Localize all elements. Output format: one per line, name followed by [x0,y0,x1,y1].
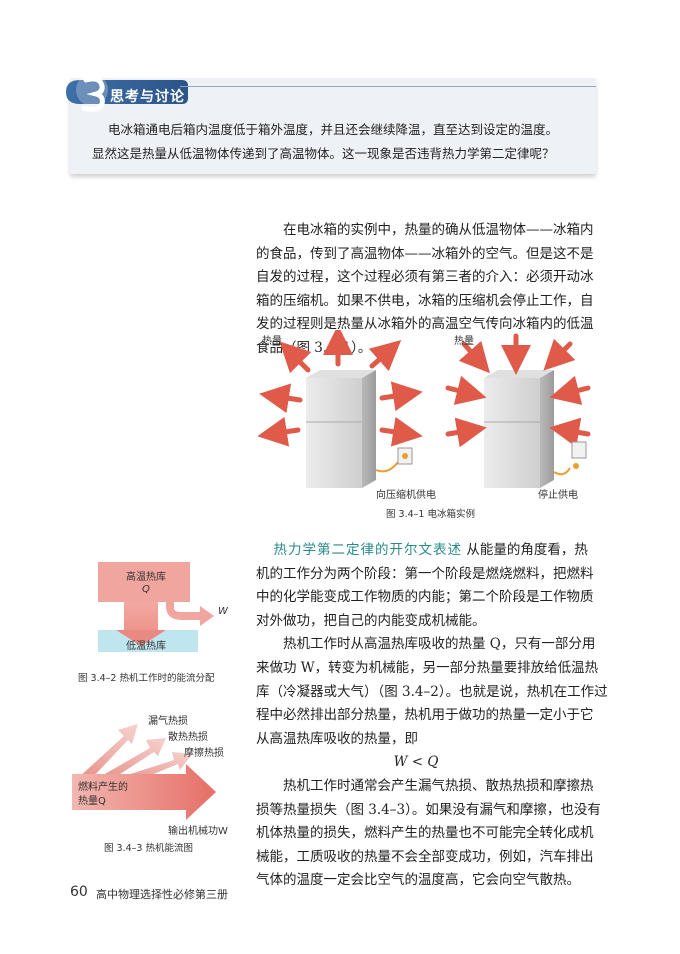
discussion-badge-icon [66,74,188,112]
discussion-title: 思考与讨论 [110,89,185,105]
discussion-line-1: 电冰箱通电后箱内温度低于箱外温度，并且还会继续降温，直至达到设定的温度。 [108,122,559,137]
section-line: 从能量的角度看，热 [462,542,588,558]
inequality-formula: W < Q [393,754,439,771]
intro-line: 的食品，传到了高温物体——冰箱外的空气。但是这不是 [256,245,594,262]
fridge-right [484,370,554,488]
figure-3-4-2-caption: 图 3.4–2 热机工作时的能流分配 [78,673,215,684]
section-line: 程中必然排出部分热量，热机用于做功的热量一定小于它 [256,707,594,724]
discussion-text: 电冰箱通电后箱内温度低于箱外温度，并且还会继续降温，直至达到设定的温度。 显然这… [92,118,592,166]
leakage-loss-label: 漏气热损 [148,716,188,727]
energy-flow-diagram [98,562,214,652]
discussion-line-2: 显然这是热量从低温物体传递到了高温物体。这一现象是否违背热力学第二定律呢？ [92,146,555,161]
figure-3-4-3-caption: 图 3.4–3 热机能流图 [104,843,193,854]
heat-q-label: Q [142,584,150,595]
kelvin-statement-heading: 热力学第二定律的开尔文表述 [273,542,463,558]
figure-3-4-1-caption: 图 3.4–1 电冰箱实例 [386,509,475,520]
hot-reservoir-label: 高温热库 [126,572,166,583]
discussion-rule [180,86,596,87]
intro-paragraph: 在电冰箱的实例中，热量的确从低温物体——冰箱内 的食品，传到了高温物体——冰箱外… [256,219,616,361]
section-line: 损等热量损失（图 3.4–3）。如果没有漏气和摩擦，也没有 [256,801,601,818]
section-line: 气体的温度一定会比空气的温度高，它会向空气散热。 [256,872,580,889]
section-line: 机的工作分为两个阶段：第一个阶段是燃烧燃料，把燃料 [256,565,594,582]
figure-3-4-2: 高温热库 Q W 低温热库 图 3.4–2 热机工作时的能流分配 [78,560,248,685]
friction-loss-label: 摩擦热损 [184,748,224,759]
section-line: 从高温热库吸收的热量，即 [256,730,418,747]
dissipation-loss-label: 散热热损 [168,732,208,743]
intro-line: 箱的压缩机。如果不供电，冰箱的压缩机会停止工作，自 [256,292,594,309]
fridge-left [306,370,376,488]
discussion-box: 思考与讨论 电冰箱通电后箱内温度低于箱外温度，并且还会继续降温，直至达到设定的温… [66,74,596,174]
section-line: 来做功 W，转变为机械能，另一部分热量要排放给低温热 [256,659,599,676]
section-line: 热机工作时通常会产生漏气热损、散热热损和摩擦热 [283,777,594,794]
book-title: 高中物理选择性必修第三册 [96,888,228,901]
section-line: 库（冷凝器或大气）（图 3.4–2）。也就是说，热机在工作过 [256,683,608,700]
section-line: 热机工作时从高温热库吸收的热量 Q，只有一部分用 [283,636,596,653]
power-on-label: 向压缩机供电 [376,490,436,501]
section-line: 对外做功，把自己的内能变成机械能。 [256,612,486,629]
section-line: 械能，工质吸收的热量不会全部变成功，例如，汽车排出 [256,848,594,865]
figure-3-4-1: 热量 热量 向压缩机供电 停止供电 图 3.4–1 电冰箱实例 [258,330,618,520]
intro-line: 发的过程则是热量从冰箱外的高温空气传向冰箱内的低温 [256,316,594,333]
page-number: 60 [70,884,88,900]
heat-engine-flow-diagram [72,724,216,820]
section-line: 中的化学能变成工作物质的内能；第二个阶段是工作物质 [256,589,594,606]
heat-label-right: 热量 [454,336,474,347]
power-off-label: 停止供电 [538,490,578,501]
heat-label-left: 热量 [262,336,282,347]
intro-line: 在电冰箱的实例中，热量的确从低温物体——冰箱内 [283,222,594,238]
mechanical-work-label: 输出机械功W [168,826,228,837]
intro-line: 自发的过程，这个过程必须有第三者的介入：必须开动冰 [256,269,594,286]
fuel-heat-label-2: 热量Q [78,796,106,807]
section-body: 热力学第二定律的开尔文表述 从能量的角度看，热 机的工作分为两个阶段：第一个阶段… [256,539,616,893]
figure-3-4-3: 漏气热损 散热热损 摩擦热损 燃料产生的 热量Q 输出机械功W 图 3.4–3 … [68,712,248,854]
cold-reservoir-label: 低温热库 [126,641,166,652]
section-line: 机体热量的损失，燃料产生的热量也不可能完全转化成机 [256,825,594,842]
fuel-heat-label-1: 燃料产生的 [78,782,128,793]
fridge-illustration [258,330,591,488]
work-w-label: W [218,606,228,617]
